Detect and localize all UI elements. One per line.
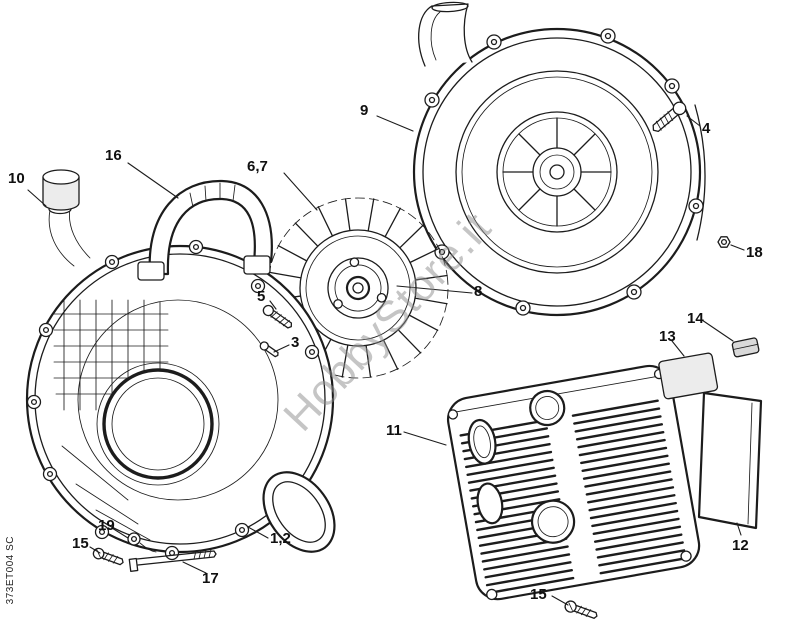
- callout-part-5: 5: [257, 288, 266, 305]
- callout-part-18: 18: [746, 244, 763, 261]
- callout-part-17: 17: [202, 570, 219, 587]
- rear-housing-duct: [418, 1, 473, 67]
- drawing-code: 373ET004 SC: [5, 536, 16, 605]
- callout-part-8: 8: [474, 283, 483, 300]
- screw-4-drawing: [652, 101, 687, 132]
- pad-13-drawing: [658, 352, 719, 400]
- leader-lines: [27, 115, 745, 606]
- callout-part-13: 13: [659, 328, 676, 345]
- front-fan-housing-drawing: [25, 239, 336, 561]
- screw-5-drawing: [262, 304, 293, 329]
- screw-15-left-drawing: [92, 547, 124, 566]
- callout-part-4: 4: [702, 120, 711, 137]
- callout-part-6-7: 6,7: [247, 158, 268, 175]
- callout-part-15-left: 15: [72, 535, 89, 552]
- callout-part-12: 12: [732, 537, 749, 554]
- callout-part-16: 16: [105, 147, 122, 164]
- cap-10-drawing: [42, 169, 91, 267]
- housing-outlet-flange: [262, 471, 336, 553]
- screw-15-bottom-drawing: [564, 600, 598, 619]
- handle-16-drawing: [137, 179, 273, 281]
- front-housing-bolt-holes: [26, 239, 320, 561]
- callout-part-3: 3: [291, 334, 300, 351]
- clamp-19-drawing: [127, 532, 157, 553]
- callout-part-15-bottom: 15: [530, 586, 547, 603]
- bolt-17-drawing: [128, 549, 217, 572]
- clip-14-drawing: [731, 337, 760, 358]
- part-rear-fan-housing-drawing: [412, 1, 706, 317]
- callout-part-10: 10: [8, 170, 25, 187]
- callout-part-11: 11: [386, 422, 402, 439]
- panel-12-drawing: [697, 391, 763, 530]
- callout-part-14: 14: [687, 310, 704, 327]
- callout-part-19: 19: [98, 517, 115, 534]
- screw-3-drawing: [259, 341, 279, 358]
- callout-part-1-2: 1,2: [270, 530, 291, 547]
- rear-housing-bolt-holes: [424, 28, 704, 316]
- cover-11-drawing: [446, 364, 701, 601]
- callout-part-9: 9: [360, 102, 369, 119]
- nut-18-drawing: [717, 236, 731, 248]
